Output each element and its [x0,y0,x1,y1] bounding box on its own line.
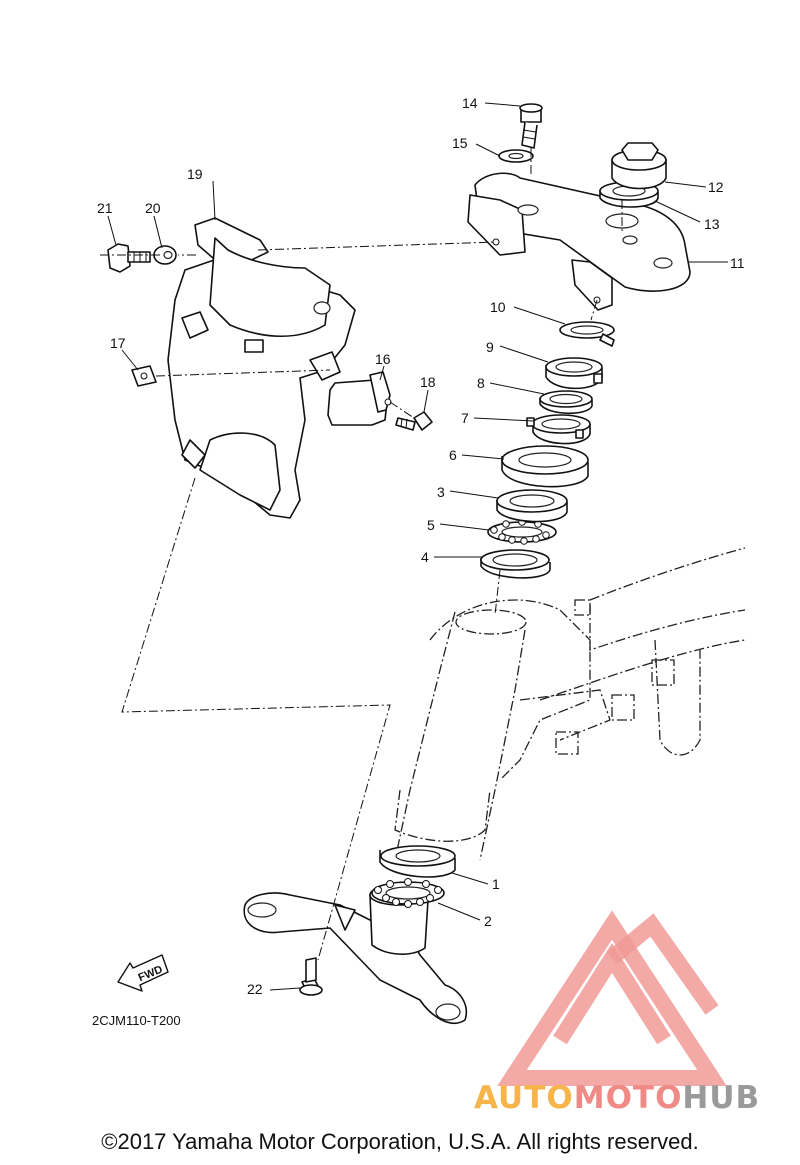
ball-bearing-2 [371,878,445,908]
callout-10: 10 [490,299,506,315]
nut-17 [131,365,157,387]
callout-16: 16 [375,351,391,367]
callout-12: 12 [708,179,724,195]
callout-17: 17 [110,335,126,351]
bracket-16 [327,371,392,426]
steering-head-pipe [394,609,527,861]
ball-bearing-5 [487,518,557,545]
bolt-18 [395,411,433,431]
watermark-logo [497,910,727,1086]
callout-2: 2 [484,913,492,929]
callout-4: 4 [421,549,429,565]
steering-nut-12 [611,142,667,190]
bolt-22 [299,957,323,996]
callout-13: 13 [704,216,720,232]
callout-18: 18 [420,374,436,390]
callout-7: 7 [461,410,469,426]
bearing-race-1 [379,845,456,878]
frame-outline [429,547,746,781]
callout-22: 22 [247,981,263,997]
drawing-code: 2CJM110-T200 [92,1013,181,1028]
ring-nut-7 [526,414,591,445]
bolt-21 [107,243,151,273]
callout-15: 15 [452,135,468,151]
leader-lines [107,102,728,991]
callout-8: 8 [477,375,485,391]
bearing-race-3 [496,489,568,523]
ring-nut-9 [545,357,603,390]
watermark-brand-auto: AUTO [474,1080,574,1116]
callout-21: 21 [97,200,113,216]
callout-14: 14 [462,95,478,111]
callout-9: 9 [486,339,494,355]
callout-3: 3 [437,484,445,500]
lock-washer-10 [559,321,615,347]
watermark-brand-hub: HUB [682,1080,761,1116]
washer-15 [498,149,534,163]
bolt-14 [519,103,543,149]
watermark-brand: AUTOMOTOHUB [474,1080,760,1116]
headlight-cover-19 [167,217,356,519]
callout-6: 6 [449,447,457,463]
dust-seal-6 [501,445,589,488]
bearing-race-4 [480,549,551,579]
callout-1: 1 [492,876,500,892]
washer-8 [539,390,593,415]
callout-11: 11 [730,255,745,271]
callout-20: 20 [145,200,161,216]
fwd-arrow-icon: FWD [117,954,169,992]
assembly-lines [100,148,623,961]
collar-20 [153,245,177,265]
copyright-notice: ©2017 Yamaha Motor Corporation, U.S.A. A… [101,1129,699,1154]
callout-5: 5 [427,517,435,533]
watermark-brand-moto: MOTO [573,1080,683,1116]
upper-bracket-11 [467,172,691,311]
callout-19: 19 [187,166,203,182]
callout-numbers: 1 2 3 4 5 6 7 8 9 10 11 12 13 14 15 16 1… [97,95,745,997]
under-bracket [243,884,467,1024]
